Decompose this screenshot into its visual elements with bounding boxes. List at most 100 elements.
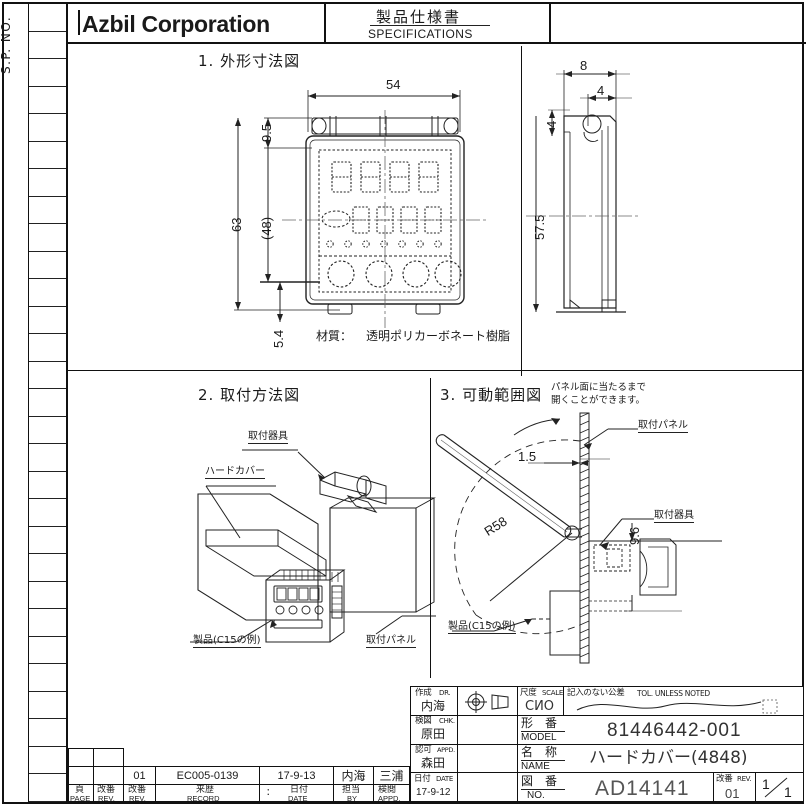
revision-grid-cell [29, 197, 66, 225]
revision-grid-cell [29, 472, 66, 500]
company-name: Azbil Corporation [82, 11, 270, 37]
revision-grid-cell [29, 142, 66, 170]
rev-hdr-rev-jp: 改番 [128, 785, 147, 795]
revision-grid-cell [29, 224, 66, 252]
label-product-section3: 製品(C15の例) [448, 621, 516, 634]
revision-grid-cell [29, 554, 66, 582]
rev-row-record: EC005-0139 [156, 766, 260, 784]
section23-divider [430, 378, 431, 678]
revision-grid-cell [29, 32, 66, 60]
rev-hdr-record: 来歴 RECORD [156, 784, 260, 802]
rev-row-record-value: EC005-0139 [176, 769, 239, 782]
revision-grid-cell [29, 114, 66, 142]
tb-col-1 [457, 687, 458, 801]
rev-row-rev-value: 01 [133, 769, 146, 782]
tb-tol-label-en: TOL. UNLESS NOTED [637, 689, 710, 698]
dim-side-top-4: 4 [544, 120, 559, 128]
tb-drawing-label-jp: 図 番 [521, 774, 558, 788]
tolerance-wave-icon [576, 699, 778, 714]
material-value: 透明ポリカーボネート樹脂 [366, 329, 511, 343]
tb-name-label-en: NAME [521, 761, 550, 772]
revision-grid-cell [29, 609, 66, 637]
tb-model-label-en: MODEL [521, 732, 557, 743]
section-2-heading: 2. 取付方法図 [198, 386, 301, 404]
dim-gap-1-5: 1.5 [518, 449, 537, 464]
motion-range-drawing [435, 412, 722, 664]
label-product-section2: 製品(C15の例) [193, 635, 261, 648]
revision-grid-cell [29, 389, 66, 417]
tb-date-value: 17-9-12 [416, 787, 451, 798]
tb-name-label-jp: 名 称 [521, 745, 558, 759]
tb-rev-label-en: REV. [737, 775, 752, 783]
rev-hdr-page-en: PAGE [70, 794, 91, 803]
rev-hdr-date-en: DATE [288, 794, 308, 803]
tb-rule-2 [411, 744, 803, 745]
rev-hdr-date-jp: 日付 [290, 785, 309, 795]
tb-checked-label-jp: 検図 [415, 716, 432, 726]
dim-bottom-5-4: 5.4 [271, 329, 286, 348]
side-view-drawing [526, 70, 640, 313]
tb-checked-label-en: CHK. [439, 717, 455, 725]
sp-no-column: S.P. NO. [0, 4, 29, 802]
tb-col-4 [517, 715, 518, 801]
dim-depth-9-6: 9.6 [627, 526, 642, 545]
section-divider-horizontal [68, 370, 804, 371]
section-3-note-line1: パネル面に当たるまで [551, 382, 647, 393]
dim-height-63: 63 [229, 217, 244, 232]
dim-side-step-4: 4 [597, 83, 605, 98]
rev-empty-page [68, 748, 94, 766]
material-label: 材質： [316, 329, 353, 343]
view-divider-vertical [521, 46, 522, 376]
tb-page-numerator: 1 [762, 776, 770, 792]
rev-hdr-date-sep: ： [266, 788, 276, 798]
tb-col-2 [517, 687, 518, 715]
tb-drawn-label-en: DR. [439, 689, 451, 697]
sp-no-label: S.P. NO. [0, 15, 13, 74]
rev-hdr-page: 頁 PAGE [68, 784, 94, 802]
front-view-drawing [234, 90, 488, 328]
rev-row-page [68, 766, 94, 784]
tb-drawn-by: 内海 [421, 699, 446, 713]
tb-rev-value: 01 [725, 786, 740, 801]
revision-grid-cell [29, 417, 66, 445]
rev-row-date-value: 17-9-13 [277, 769, 316, 782]
label-hard-cover: ハードカバー [205, 466, 265, 479]
tb-scale-label-jp: 尺度 [520, 688, 537, 698]
dim-side-depth-8: 8 [580, 58, 588, 73]
rev-hdr-appd-en: APPD. [378, 794, 401, 803]
rev-hdr-by: 担当 BY [334, 784, 374, 802]
rev-hdr-appd: 検閲 APPD. [374, 784, 410, 802]
logo-bar [78, 10, 80, 35]
revision-grid-cell [29, 334, 66, 362]
tb-checked-by: 原田 [421, 727, 446, 741]
tb-approved-by: 森田 [421, 756, 446, 770]
revision-grid-cell [29, 59, 66, 87]
rev-hdr-by-en: BY [347, 794, 358, 803]
rev-hdr-record-jp: 来歴 [196, 785, 215, 795]
company-logo-box: Azbil Corporation [68, 4, 326, 42]
dim-width-54: 54 [386, 77, 401, 92]
rev-empty-rev0 [94, 748, 124, 766]
tb-model-value: 81446442-001 [607, 720, 742, 741]
spec-title-underline [370, 25, 490, 26]
rev-row-appd-value: 三浦 [379, 769, 404, 783]
revision-grid-cell [29, 774, 66, 802]
revision-grid-column [29, 4, 68, 802]
rev-hdr-page-jp: 頁 [75, 785, 85, 795]
tb-model-label-jp: 形 番 [521, 716, 558, 730]
tb-col-5 [713, 772, 714, 801]
projection-symbol-icon [465, 691, 509, 713]
tb-approved-label-jp: 認可 [415, 745, 432, 755]
tb-approved-label-en: APPD. [437, 746, 455, 754]
tb-name-value: ハードカバー(4848) [589, 748, 748, 768]
section-1-heading: 1. 外形寸法図 [198, 52, 301, 70]
revision-grid-cell [29, 4, 66, 32]
tb-scale-label-en: SCALE [542, 689, 563, 697]
tb-date-label-en: DATE [436, 775, 454, 783]
dim-height-inner-48: (48) [259, 216, 274, 240]
tb-rule-1 [411, 715, 803, 716]
tb-drawn-label-jp: 作成 [415, 688, 432, 698]
rev-row-rev: 01 [124, 766, 156, 784]
